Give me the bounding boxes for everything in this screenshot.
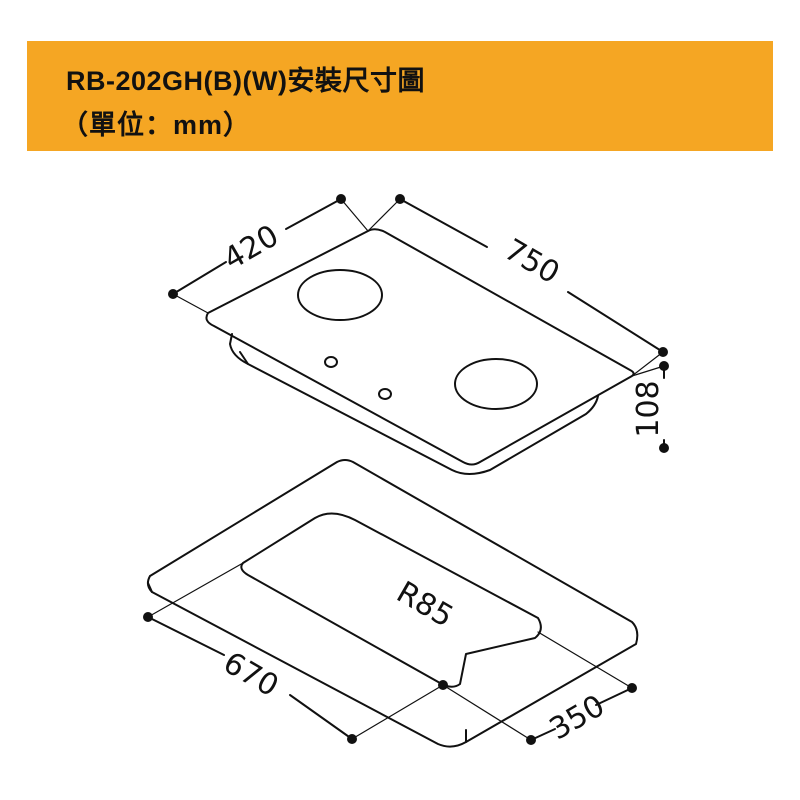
endpoint-dot	[659, 361, 669, 371]
endpoint-dot	[627, 683, 637, 693]
title-banner: RB-202GH(B)(W)安裝尺寸圖 （單位：mm）	[27, 41, 773, 151]
dimension-line-350	[442, 631, 633, 741]
dimension-endpoints	[143, 194, 669, 745]
endpoint-dot	[143, 612, 153, 622]
dimension-line-750	[367, 198, 664, 377]
cutout-depth-label: 350	[544, 688, 611, 747]
control-knob-right	[378, 388, 392, 400]
endpoint-dot	[395, 194, 405, 204]
dimension-line-670	[147, 562, 444, 740]
cooktop-body	[205, 228, 635, 475]
control-knob-left	[324, 356, 338, 368]
cutout-width-label: 670	[217, 645, 284, 704]
cutout-opening	[240, 512, 542, 688]
radius-label: R85	[390, 575, 459, 635]
unit-label: （單位：mm）	[61, 110, 252, 140]
width-label: 750	[498, 232, 565, 291]
depth-label: 420	[218, 218, 285, 277]
endpoint-dot	[659, 443, 669, 453]
countertop	[146, 459, 639, 748]
endpoint-dot	[658, 347, 668, 357]
endpoint-dot	[438, 680, 448, 690]
dimension-line-420	[172, 198, 369, 314]
diagram-title: RB-202GH(B)(W)安裝尺寸圖	[66, 66, 425, 96]
burner-right	[454, 358, 538, 410]
endpoint-dot	[336, 194, 346, 204]
endpoint-dot	[347, 734, 357, 744]
burner-left	[297, 269, 383, 321]
endpoint-dot	[168, 289, 178, 299]
height-label: 108	[631, 380, 666, 437]
endpoint-dot	[526, 735, 536, 745]
